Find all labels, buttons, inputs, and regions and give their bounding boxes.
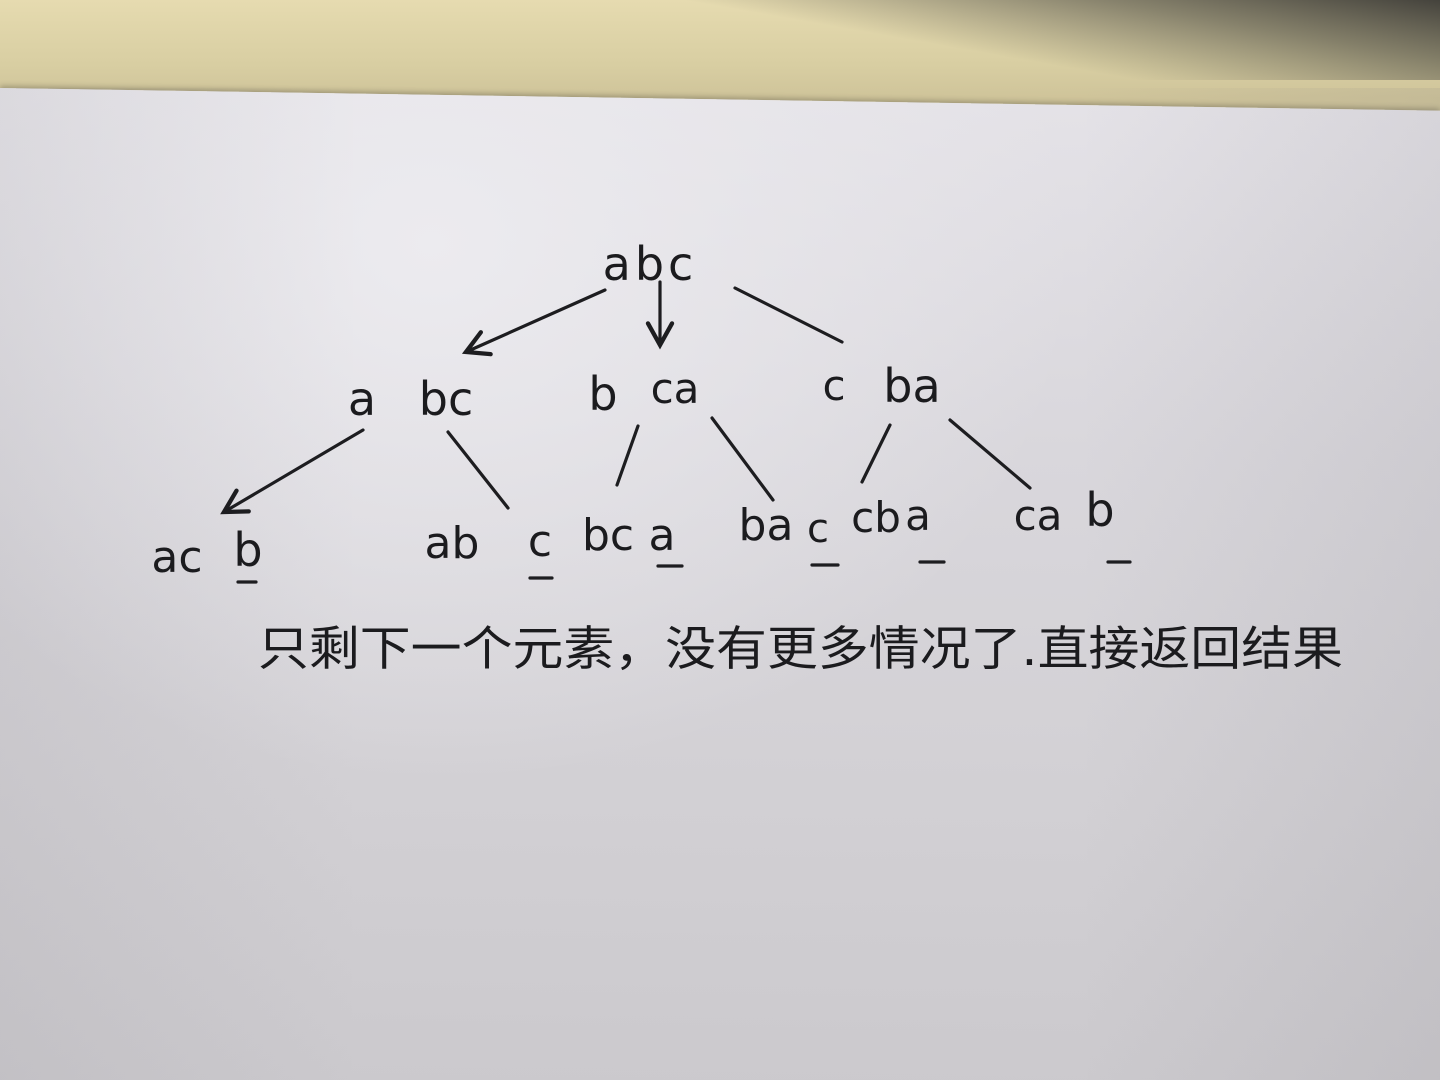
note-text: 只剩下一个元素，没有更多情况了.直接返回结果 bbox=[258, 622, 1343, 677]
level2-last: b bbox=[1085, 483, 1114, 537]
level2-node-cab: ca b bbox=[1014, 483, 1132, 564]
level2-prefix: ba bbox=[739, 500, 794, 551]
level2-prefix: ac bbox=[151, 532, 202, 583]
level2-prefix: ab bbox=[425, 518, 480, 569]
level2-prefix: cb bbox=[851, 493, 901, 542]
level2-node-abc: ab c bbox=[425, 516, 554, 580]
level1-rest: ca bbox=[651, 364, 700, 413]
level2-last: a bbox=[905, 491, 931, 540]
paper-shading bbox=[0, 88, 1440, 1080]
level2-last: b bbox=[233, 523, 262, 577]
edge-c-to-cba bbox=[860, 423, 892, 484]
level1-prefix: b bbox=[588, 367, 617, 421]
level1-node-a: a bc bbox=[348, 372, 473, 426]
level1-rest: ba bbox=[883, 359, 940, 413]
edge-root-to-a bbox=[461, 288, 607, 357]
level2-prefix: bc bbox=[582, 510, 634, 561]
level1-prefix: c bbox=[822, 361, 845, 410]
edge-b-to-bac bbox=[710, 416, 775, 502]
edge-b-to-bca bbox=[615, 424, 640, 487]
level1-rest: bc bbox=[419, 372, 474, 426]
edge-c-to-cab bbox=[948, 418, 1032, 490]
level2-last: c bbox=[528, 516, 552, 567]
level2-node-cba: cb a bbox=[851, 491, 946, 564]
level2-node-acb: ac b bbox=[151, 523, 263, 584]
level2-prefix: ca bbox=[1014, 491, 1063, 540]
level1-node-c: c ba bbox=[822, 359, 940, 413]
level2-node-bac: ba c bbox=[739, 500, 840, 567]
edge-root-to-c bbox=[733, 286, 844, 344]
level2-last: c bbox=[807, 506, 829, 552]
level2-last: a bbox=[649, 510, 676, 561]
level2-node-bca: bc a bbox=[582, 510, 684, 568]
level1-node-b: b ca bbox=[588, 364, 699, 421]
edge-a-to-acb bbox=[220, 428, 365, 515]
root-node: abc bbox=[603, 237, 698, 291]
desk-shadow-edge bbox=[0, 0, 1440, 80]
edge-a-to-abc bbox=[446, 430, 510, 510]
level1-prefix: a bbox=[348, 372, 376, 426]
